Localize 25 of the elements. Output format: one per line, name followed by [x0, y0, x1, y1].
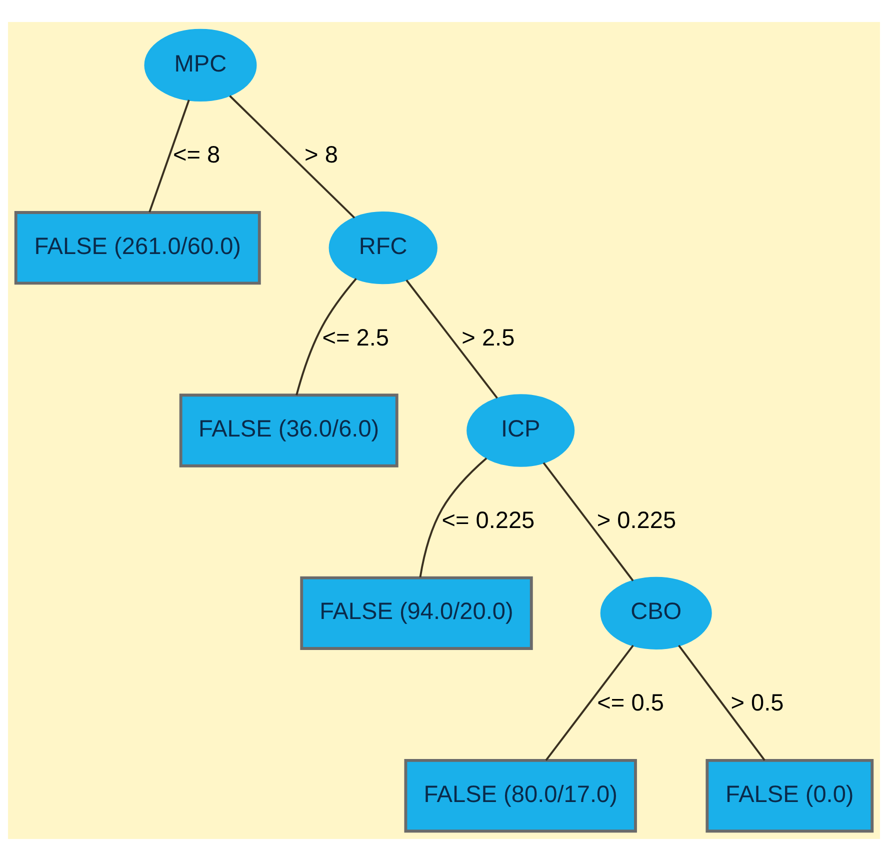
- node-box: FALSE (36.0/6.0): [179, 394, 398, 468]
- connector: [296, 278, 357, 396]
- edge-label: > 8: [304, 142, 338, 168]
- connector: [542, 462, 634, 582]
- node-ellipse: RFC: [328, 212, 438, 284]
- connector: [678, 644, 766, 761]
- connector: [229, 95, 356, 219]
- edge-label: > 0.5: [730, 690, 784, 716]
- edge-label: > 2.5: [462, 324, 515, 350]
- node-box: FALSE (94.0/20.0): [300, 576, 533, 650]
- node-ellipse: MPC: [144, 28, 257, 102]
- edge-label: <= 2.5: [322, 324, 390, 350]
- connector: [419, 458, 488, 578]
- edge-label: <= 8: [172, 142, 220, 168]
- node-box: FALSE (261.0/60.0): [14, 211, 261, 285]
- connector: [148, 100, 190, 212]
- edge-label: > 0.225: [596, 506, 676, 533]
- edge-label: <= 0.225: [442, 506, 535, 533]
- node-box: FALSE (0.0): [706, 758, 874, 833]
- connector: [545, 644, 634, 761]
- node-box: FALSE (80.0/17.0): [404, 758, 637, 833]
- edge-label: <= 0.5: [597, 690, 664, 716]
- node-ellipse: ICP: [466, 394, 575, 467]
- node-ellipse: CBO: [600, 576, 712, 650]
- connector: [406, 280, 498, 399]
